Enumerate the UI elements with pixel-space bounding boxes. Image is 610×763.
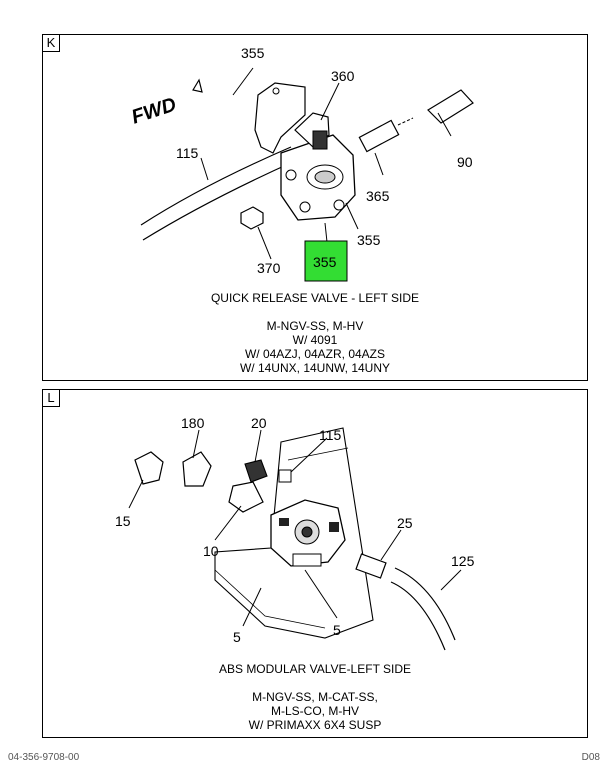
callout-90: 90 (457, 154, 473, 170)
panel-l-title: ABS MODULAR VALVE-LEFT SIDE (218, 662, 412, 676)
footer-left: 04-356-9708-00 (8, 752, 80, 763)
panel-k-note-1: M-NGV-SS, M-HV (266, 319, 364, 333)
fwd-arrow-icon (192, 78, 203, 93)
panel-k-note-4: W/ 14UNX, 14UNW, 14UNY (239, 361, 391, 375)
callout-25: 25 (397, 515, 413, 531)
callout-5-right: 5 (333, 622, 341, 638)
callout-365: 365 (366, 188, 390, 204)
abs-modular-valve-illustration: 180 20 115 15 10 25 125 5 5 (115, 415, 475, 651)
bracket-355 (254, 82, 306, 154)
panel-k: K FWD (42, 34, 588, 381)
panel-letter-l: L (43, 390, 60, 407)
hose-90 (427, 89, 474, 124)
fitting-25 (355, 553, 387, 579)
panel-l-note-1: M-NGV-SS, M-CAT-SS, (252, 690, 378, 704)
part-115 (278, 469, 292, 483)
fitting-20 (244, 459, 268, 483)
panel-l-note-2: M-LS-CO, M-HV (271, 704, 359, 718)
nut-370 (240, 206, 264, 230)
callout-355-valve: 355 (357, 232, 381, 248)
panel-l-note-3: W/ PRIMAXX 6X4 SUSP (248, 718, 382, 732)
callout-15: 15 (115, 513, 131, 529)
hose-115 (140, 146, 292, 226)
callout-115: 115 (176, 145, 199, 161)
callout-355-bracket: 355 (241, 45, 265, 61)
panel-k-title: QUICK RELEASE VALVE - LEFT SIDE (210, 291, 420, 305)
fwd-label: FWD (129, 94, 179, 129)
hose-125 (394, 567, 456, 641)
panel-letter-k: K (43, 35, 60, 52)
callout-10: 10 (203, 543, 219, 559)
callout-115: 115 (319, 427, 342, 443)
panel-k-note-3: W/ 04AZJ, 04AZR, 04AZS (244, 347, 386, 361)
callout-180: 180 (181, 415, 205, 431)
quick-release-valve-illustration: FWD (129, 45, 474, 282)
fitting-180 (182, 451, 212, 487)
panel-k-note-2: W/ 4091 (292, 333, 338, 347)
callout-20: 20 (251, 415, 267, 431)
callout-5-left: 5 (233, 629, 241, 645)
callout-370: 370 (257, 260, 281, 276)
elbow-15 (134, 451, 164, 485)
tee-10 (228, 481, 264, 513)
callout-360: 360 (331, 68, 355, 84)
fitting-365 (358, 119, 400, 153)
highlight-box-355 (304, 240, 348, 282)
callout-355-highlight: 355 (313, 254, 337, 270)
footer-right: D08 (581, 752, 600, 763)
panel-l: L (42, 389, 588, 738)
callout-125: 125 (451, 553, 475, 569)
